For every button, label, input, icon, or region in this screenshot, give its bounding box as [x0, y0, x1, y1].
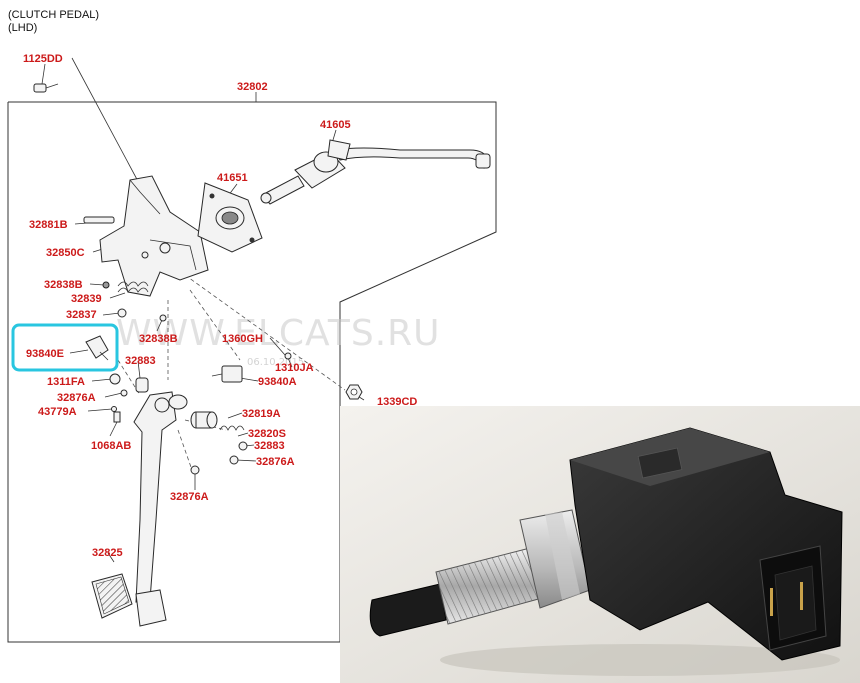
label-1360gh: 1360GH [222, 333, 263, 345]
clip-32876a-bottom [190, 465, 200, 475]
gasket-41651 [197, 182, 263, 253]
watermark-date: 06.10.2015 [247, 357, 304, 368]
label-32802: 32802 [237, 81, 268, 93]
stopper-32883-bottom [238, 441, 248, 451]
label-32876a-top: 32876A [57, 392, 96, 404]
label-41605: 41605 [320, 119, 351, 131]
label-32838b-top: 32838B [44, 279, 83, 291]
label-1311fa: 1311FA [47, 376, 85, 388]
label-1068ab: 1068AB [91, 440, 131, 452]
label-32839: 32839 [71, 293, 102, 305]
label-32820s: 32820S [248, 428, 286, 440]
clutch-pedal-arm [91, 391, 188, 627]
label-32837: 32837 [66, 309, 97, 321]
label-32850c: 32850C [46, 247, 85, 259]
pin-43779a [111, 406, 117, 412]
switch-photo [340, 406, 860, 683]
nut-1311fa [109, 373, 121, 385]
label-1310ja: 1310JA [275, 362, 314, 374]
bolt-1068ab [113, 411, 121, 423]
return-spring-32839 [117, 281, 149, 293]
label-32819a: 32819A [242, 408, 281, 420]
pivot-bushing-32819a [190, 411, 218, 429]
clip-1360gh [284, 352, 292, 360]
switch-93840a [211, 365, 243, 383]
bolt-1125dd [33, 83, 59, 93]
pedal-bracket [83, 175, 209, 297]
clip-32876a [120, 389, 128, 397]
diagram-subtitle: (LHD) [8, 22, 38, 34]
nut-1339cd [345, 384, 363, 400]
stopper-32883 [135, 377, 149, 393]
label-1339cd: 1339CD [377, 396, 417, 408]
highlight-box [11, 323, 119, 372]
diagram-title: (CLUTCH PEDAL) [8, 9, 100, 21]
label-43779a: 43779A [38, 406, 77, 418]
part-labels: 1125DD 32802 41605 41651 32881B 32850C 3… [23, 53, 417, 559]
label-32881b: 32881B [29, 219, 68, 231]
label-93840e: 93840E [26, 348, 64, 360]
bushing-32838b [102, 281, 110, 289]
clip-32876a-mid [229, 455, 239, 465]
label-32876a-bottom: 32876A [170, 491, 209, 503]
label-32876a-mid: 32876A [256, 456, 295, 468]
spring-32820s [219, 425, 245, 431]
label-32883-top: 32883 [125, 355, 156, 367]
label-1125dd: 1125DD [23, 53, 63, 65]
master-cylinder-41605 [260, 139, 491, 205]
label-32883-bottom: 32883 [254, 440, 285, 452]
label-32825: 32825 [92, 547, 123, 559]
label-32838b-mid: 32838B [139, 333, 178, 345]
clip-32837 [117, 308, 127, 318]
clutch-switch-93840e [85, 335, 109, 361]
label-41651: 41651 [217, 172, 248, 184]
bushing-32838b-mid [159, 314, 167, 322]
label-93840a: 93840A [258, 376, 297, 388]
assembly-frame [7, 101, 497, 643]
